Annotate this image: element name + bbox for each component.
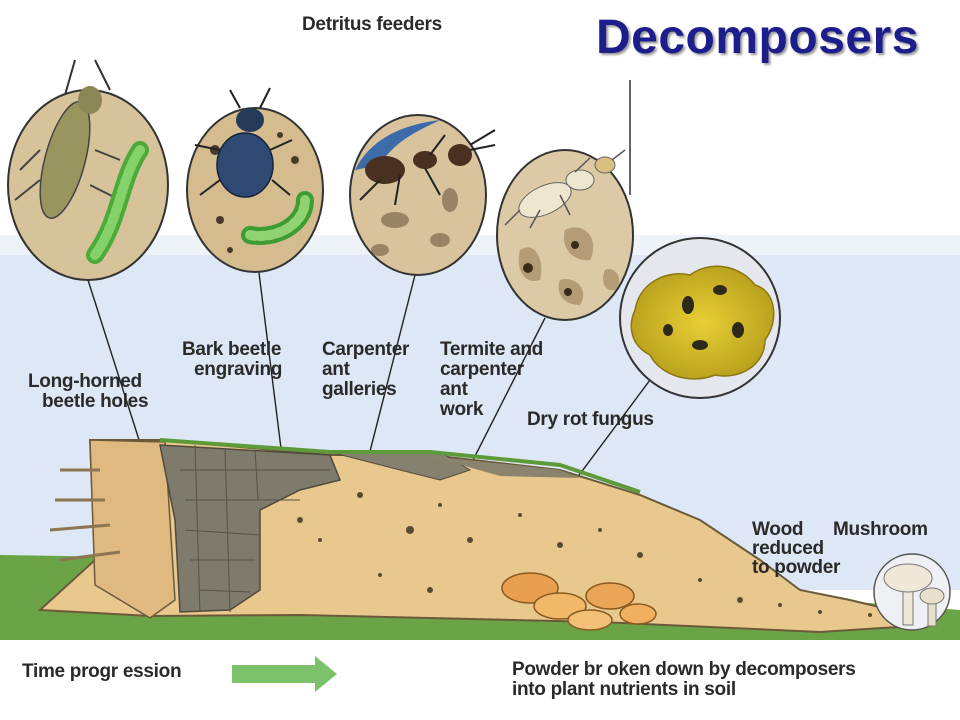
long-horned-line-1: Long-horned — [28, 371, 142, 392]
mushroom-label: Mushroom — [833, 519, 928, 540]
log-mushrooms — [501, 572, 657, 631]
powder-line-2: into plant nutrients in soil — [512, 679, 736, 700]
carpenter-ant-inset — [349, 114, 496, 276]
time-progression-label: Time progr ession — [22, 661, 182, 682]
termite-inset — [496, 149, 634, 321]
termite-line-3: ant — [440, 379, 468, 400]
title-background — [585, 0, 960, 70]
detritus-feeders-label: Detritus feeders — [302, 14, 442, 35]
decaying-log — [37, 438, 931, 634]
wood-line-3: to powder — [752, 557, 841, 578]
bark-beetle-line-1: Bark beetle — [182, 339, 282, 360]
carpenter-line-2: ant — [322, 359, 350, 380]
termite-line-1: Termite and — [440, 339, 543, 360]
wood-powder-label: Wood reduced to powder — [752, 520, 840, 577]
long-horned-beetle-inset — [7, 59, 169, 281]
bark-beetle-label: Bark beetle engraving — [182, 340, 282, 379]
carpenter-line-3: galleries — [322, 379, 397, 400]
page-title: Decomposers — [596, 11, 919, 64]
carpenter-line-1: Carpenter — [322, 339, 410, 360]
termite-line-4: work — [440, 399, 484, 420]
powder-label: Powder br oken down by decomposers into … — [512, 659, 856, 700]
time-progression-arrow — [232, 656, 337, 692]
bark-beetle-line-2: engraving — [194, 359, 283, 380]
long-horned-label: Long-horned beetle holes — [28, 371, 149, 412]
termite-label: Termite and carpenter ant work — [440, 340, 543, 419]
dry-rot-label: Dry rot fungus — [527, 409, 654, 430]
dry-rot-fungus-inset — [619, 237, 781, 399]
termite-line-2: carpenter — [440, 359, 524, 380]
wood-line-1: Wood — [752, 519, 804, 540]
mushroom-inset — [873, 553, 951, 631]
long-horned-line-2: beetle holes — [42, 391, 149, 412]
powder-line-1: Powder br oken down by decomposers — [512, 659, 856, 680]
bark-beetle-inset — [186, 87, 324, 273]
carpenter-ant-label: Carpenter ant galleries — [322, 340, 409, 399]
bottom-strip — [0, 640, 960, 720]
wood-line-2: reduced — [752, 538, 824, 559]
